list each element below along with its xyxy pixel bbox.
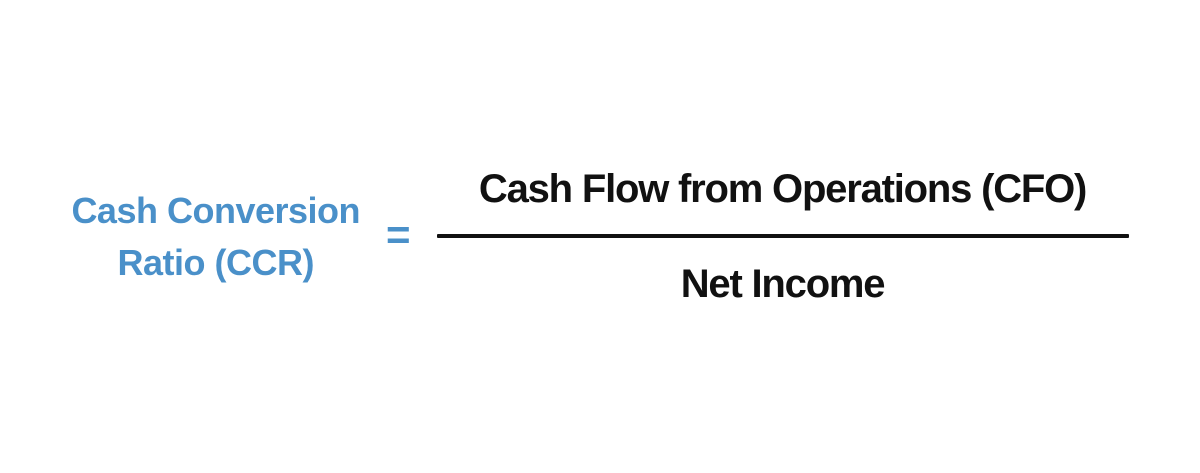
formula-name-line2: Ratio (CCR) bbox=[117, 241, 314, 283]
fraction-numerator: Cash Flow from Operations (CFO) bbox=[478, 166, 1087, 211]
fraction-denominator: Net Income bbox=[680, 261, 886, 306]
fraction-line bbox=[436, 233, 1129, 238]
equals-sign: = bbox=[386, 210, 411, 258]
formula-name-label: Cash Conversion Ratio (CCR) bbox=[71, 185, 360, 287]
fraction: Cash Flow from Operations (CFO) Net Inco… bbox=[436, 166, 1129, 307]
formula-name-line1: Cash Conversion bbox=[71, 190, 361, 232]
